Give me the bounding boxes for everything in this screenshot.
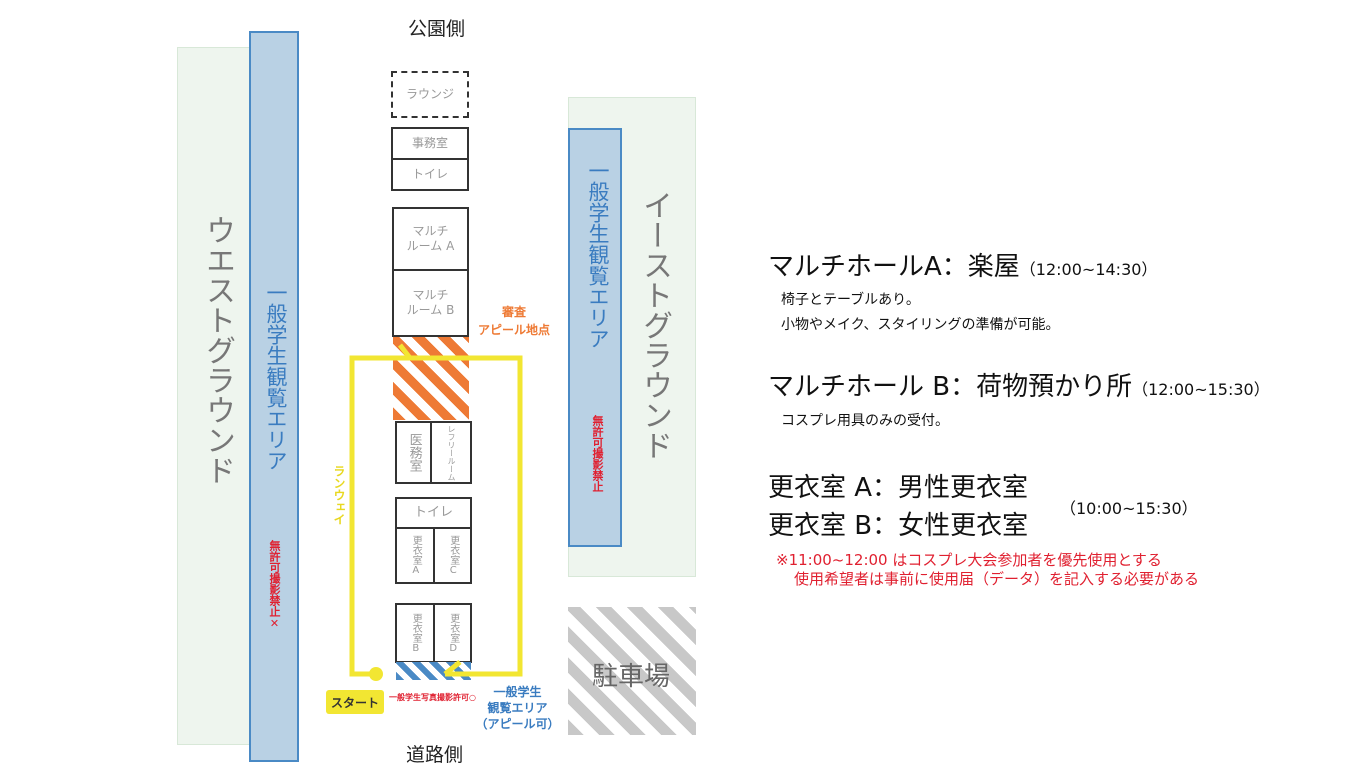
- judging-title: 審査: [502, 305, 527, 319]
- parking: [568, 607, 696, 735]
- hall-a-heading: マルチホールA：楽屋（12:00~14:30）: [768, 246, 1157, 283]
- east-spectator-area: [568, 128, 622, 547]
- hall-a-desc-2: 小物やメイク、スタイリングの準備が可能。: [781, 317, 1060, 333]
- hall-b-time: （12:00~15:30）: [1132, 380, 1270, 399]
- parking-label: 駐車場: [592, 662, 671, 692]
- appeal-point: アピール地点: [478, 323, 551, 337]
- east-spectator-label: 一般学生観覧エリア: [586, 160, 610, 349]
- runway-label: ランウェイ: [332, 465, 346, 525]
- photo-permitted: 一般学生写真撮影許可○: [389, 693, 476, 702]
- east-no-photo: 無許可撮影禁止: [591, 415, 604, 492]
- student-area-line-3: （アピール可）: [475, 717, 560, 731]
- room-referee: レフリールーム: [430, 421, 472, 484]
- hall-b-desc-1: コスプレ用具のみの受付。: [781, 413, 949, 429]
- east-ground-label: イーストグラウンド: [637, 190, 672, 460]
- west-spectator-area: [249, 31, 299, 762]
- dressing-a-line: 更衣室 A：男性更衣室: [768, 473, 1029, 503]
- room-toilet-1: トイレ: [391, 158, 469, 191]
- dressing-time: （10:00~15:30）: [1060, 499, 1198, 518]
- top-label: 公園側: [408, 18, 466, 40]
- note-line-2: 使用希望者は事前に使用届（データ）を記入する必要がある: [794, 570, 1200, 588]
- bottom-label: 道路側: [406, 744, 464, 766]
- room-multi-a: マルチ ルーム A: [392, 207, 469, 271]
- room-lounge: ラウンジ: [391, 71, 469, 118]
- room-dressing-c: 更衣室C: [433, 527, 472, 584]
- no-photo-text: 無許可撮影禁止: [268, 540, 281, 617]
- dressing-b-line: 更衣室 B：女性更衣室: [768, 511, 1029, 541]
- west-ground-label: ウエストグラウンド: [200, 215, 235, 485]
- cross-icon: ✕: [268, 617, 281, 630]
- student-area-line-1: 一般学生: [493, 685, 542, 699]
- hall-a-title: マルチホールA：楽屋: [768, 252, 1020, 282]
- room-toilet-2: トイレ: [395, 497, 472, 529]
- student-area-line-2: 観覧エリア: [487, 701, 548, 715]
- student-area-label: 一般学生 観覧エリア （アピール可）: [470, 684, 565, 732]
- hall-b-heading: マルチホール B：荷物預かり所（12:00~15:30）: [768, 366, 1270, 403]
- west-no-photo: 無許可撮影禁止✕: [266, 540, 282, 630]
- room-multi-b: マルチ ルーム B: [392, 269, 469, 337]
- hall-a-time: （12:00~14:30）: [1019, 260, 1158, 279]
- judging-label: 審査アピール地点: [478, 303, 550, 339]
- note-line-1: ※11:00~12:00 はコスプレ大会参加者を優先使用とする: [776, 551, 1162, 569]
- hall-b-title: マルチホール B：荷物預かり所: [768, 372, 1133, 402]
- west-spectator-label: 一般学生観覧エリア: [264, 282, 288, 471]
- start-badge: スタート: [326, 690, 384, 714]
- hall-a-desc-1: 椅子とテーブルあり。: [781, 292, 920, 308]
